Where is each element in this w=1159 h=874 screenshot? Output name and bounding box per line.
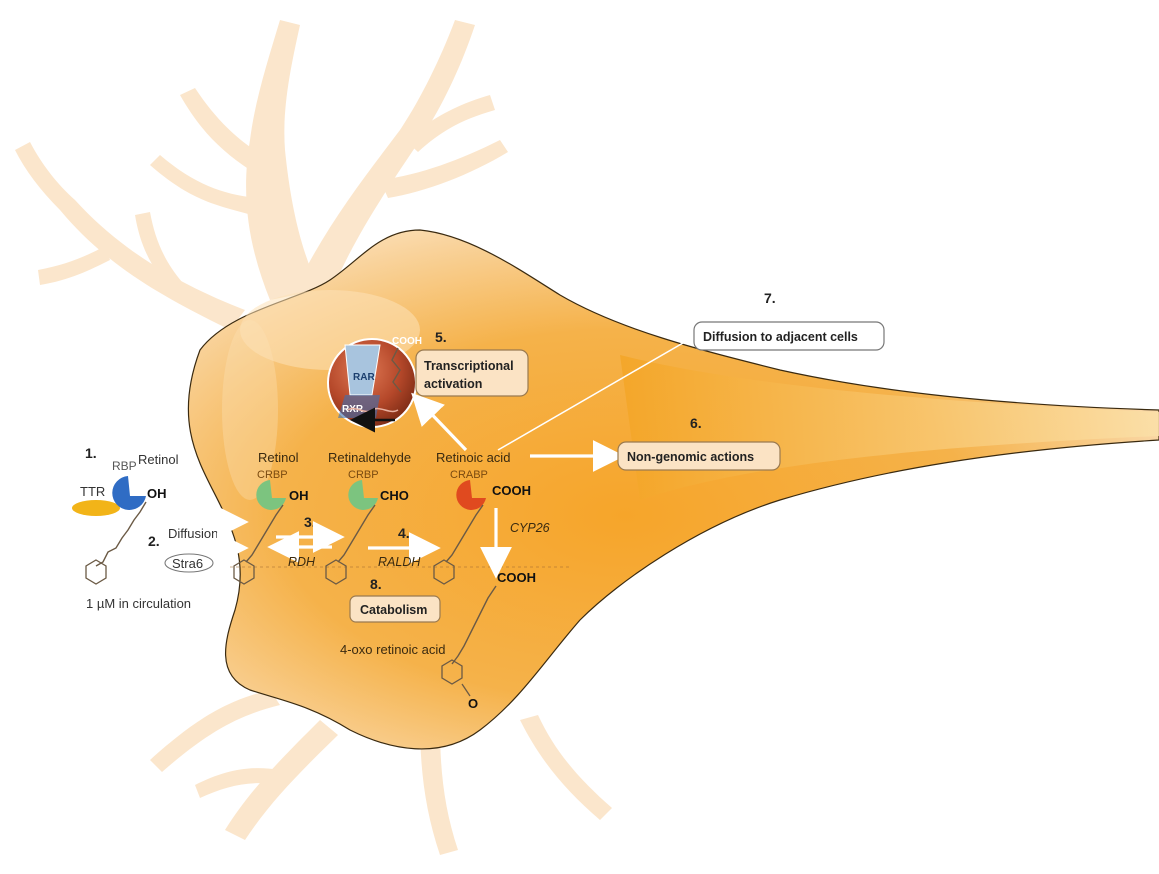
- oh-label-circulation: OH: [147, 486, 167, 501]
- step-4-number: 4.: [398, 525, 410, 541]
- step-7-number: 7.: [764, 290, 776, 306]
- step-3-number: 3.: [304, 514, 316, 530]
- crbp-label-1: CRBP: [257, 469, 288, 481]
- diffusion-label: Diffusion: [168, 526, 218, 541]
- rbp-label: RBP: [112, 459, 137, 473]
- diffusion-adjacent-label: Diffusion to adjacent cells: [703, 330, 858, 344]
- ttr-label: TTR: [80, 484, 105, 499]
- non-genomic-label: Non-genomic actions: [627, 450, 754, 464]
- circulation-concentration: 1 µM in circulation: [86, 596, 191, 611]
- cho-label: CHO: [380, 488, 409, 503]
- step-6-number: 6.: [690, 415, 702, 431]
- transcriptional-label-line2: activation: [424, 377, 482, 391]
- cooh-label: COOH: [492, 483, 531, 498]
- retinol-label-intracellular: Retinol: [258, 450, 299, 465]
- oxo-label: O: [468, 696, 478, 711]
- retinaldehyde-label: Retinaldehyde: [328, 450, 411, 465]
- step-5-number: 5.: [435, 329, 447, 345]
- catabolism-label: Catabolism: [360, 603, 427, 617]
- cooh-label-oxo: COOH: [497, 570, 536, 585]
- retinol-label-circulation: Retinol: [138, 452, 179, 467]
- step-8-number: 8.: [370, 576, 382, 592]
- step-1-number: 1.: [85, 445, 97, 461]
- rdh-label: RDH: [288, 555, 316, 569]
- crbp-label-2: CRBP: [348, 469, 379, 481]
- nucleus-cooh-label: COOH: [392, 336, 422, 347]
- raldh-label: RALDH: [378, 555, 421, 569]
- stra6-label: Stra6: [172, 556, 203, 571]
- rar-label: RAR: [353, 372, 375, 383]
- cyp26-label: CYP26: [510, 521, 550, 535]
- oh-label-intracellular: OH: [289, 488, 309, 503]
- oxo-acid-label: 4-oxo retinoic acid: [340, 642, 446, 657]
- transcriptional-label-line1: Transcriptional: [424, 359, 514, 373]
- crabp-label: CRABP: [450, 469, 488, 481]
- retinoic-acid-label: Retinoic acid: [436, 450, 510, 465]
